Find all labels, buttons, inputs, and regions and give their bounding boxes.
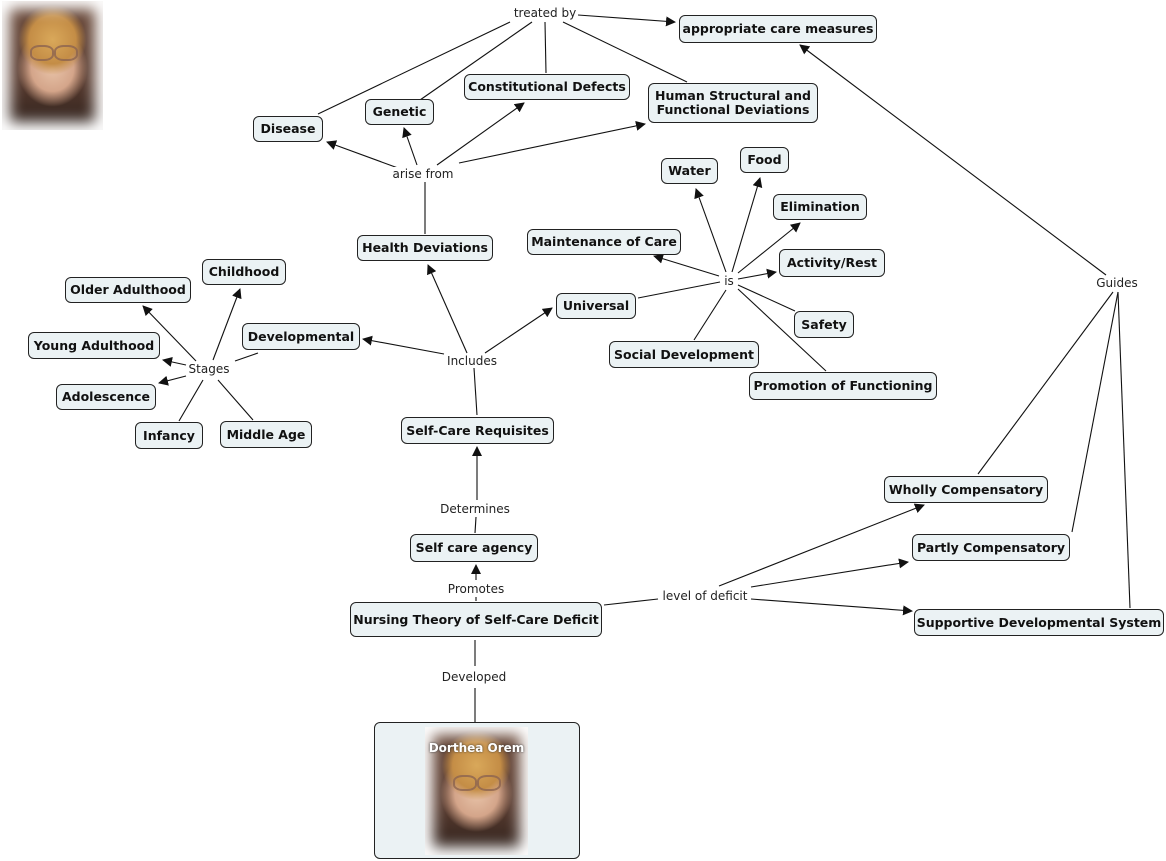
- edge-stages-middle: [217, 379, 254, 421]
- concept-nursing-theory[interactable]: Nursing Theory of Self-Care Deficit: [350, 602, 602, 637]
- edge-stages-infancy: [178, 379, 204, 422]
- concept-genetic[interactable]: Genetic: [365, 99, 434, 125]
- edge-genetic-treatedby: [419, 21, 533, 101]
- concept-older-adulthood[interactable]: Older Adulthood: [65, 277, 191, 303]
- concept-middle-age[interactable]: Middle Age: [220, 421, 312, 448]
- edge-arise-to-disease: [326, 140, 399, 169]
- concept-food[interactable]: Food: [740, 147, 789, 173]
- link-determines: Determines: [438, 502, 512, 516]
- concept-promotion-of-functioning[interactable]: Promotion of Functioning: [749, 372, 937, 400]
- edge-includes-to-health: [427, 264, 468, 354]
- portrait-photo-topleft: [2, 1, 103, 130]
- link-includes: Includes: [445, 354, 499, 368]
- edge-stages-to-childhood: [212, 288, 242, 361]
- link-stages: Stages: [186, 362, 232, 376]
- edge-wholly-guides: [977, 291, 1114, 475]
- concept-activity-rest[interactable]: Activity/Rest: [779, 249, 885, 277]
- concept-self-care-requisites[interactable]: Self-Care Requisites: [401, 417, 554, 444]
- link-arise-from: arise from: [390, 167, 456, 181]
- concept-maintenance-of-care[interactable]: Maintenance of Care: [527, 229, 681, 255]
- edge-human-treatedby: [562, 21, 688, 83]
- edge-developmental-stages: [234, 352, 259, 362]
- edge-guides-to-care: [799, 44, 1107, 276]
- concept-young-adulthood[interactable]: Young Adulthood: [28, 332, 160, 359]
- edge-is-promotion: [737, 288, 827, 372]
- concept-human-structural-label: Human Structural and Functional Deviatio…: [655, 88, 811, 117]
- concept-self-care-agency[interactable]: Self care agency: [410, 534, 538, 562]
- edge-level-to-wholly: [718, 503, 925, 587]
- concept-elimination[interactable]: Elimination: [773, 194, 867, 220]
- portrait-photo-dorthea: Dorthea Orem: [425, 727, 528, 855]
- concept-adolescence[interactable]: Adolescence: [56, 384, 156, 410]
- concept-developmental[interactable]: Developmental: [242, 323, 360, 350]
- edge-constitutional-treatedby: [544, 21, 547, 74]
- edge-stages-to-older: [142, 305, 197, 362]
- link-developed: Developed: [439, 670, 509, 684]
- edge-is-social: [693, 289, 727, 341]
- concept-safety[interactable]: Safety: [794, 311, 854, 338]
- edge-requisites-includes: [473, 367, 478, 416]
- edge-arise-to-genetic: [402, 127, 418, 166]
- concept-universal[interactable]: Universal: [556, 293, 636, 319]
- edge-partly-guides: [1071, 291, 1119, 533]
- edge-universal-is: [637, 281, 721, 299]
- concept-water[interactable]: Water: [661, 158, 718, 184]
- edge-treatedby-to-care: [577, 14, 676, 27]
- edge-level-to-partly: [750, 558, 909, 588]
- edge-level-to-supportive: [750, 598, 913, 616]
- concept-wholly-compensatory[interactable]: Wholly Compensatory: [884, 476, 1048, 503]
- concept-partly-compensatory[interactable]: Partly Compensatory: [912, 534, 1070, 561]
- edge-arise-to-human: [458, 120, 646, 164]
- concept-disease[interactable]: Disease: [253, 116, 323, 142]
- concept-dorthea-orem[interactable]: Dorthea Orem: [374, 722, 580, 859]
- edge-disease-treatedby: [317, 21, 511, 115]
- concept-appropriate-care-measures[interactable]: appropriate care measures: [679, 15, 877, 43]
- link-level-of-deficit: level of deficit: [660, 589, 750, 603]
- concept-health-deviations[interactable]: Health Deviations: [357, 235, 493, 261]
- dorthea-orem-caption: Dorthea Orem: [428, 741, 525, 755]
- concept-supportive-developmental-system[interactable]: Supportive Developmental System: [914, 609, 1164, 636]
- edge-stages-to-young: [162, 357, 187, 367]
- edge-is-to-food: [731, 177, 763, 273]
- concept-infancy[interactable]: Infancy: [135, 422, 203, 449]
- edge-includes-to-universal: [484, 307, 553, 354]
- concept-human-structural-deviations[interactable]: Human Structural and Functional Deviatio…: [648, 83, 818, 123]
- concept-social-development[interactable]: Social Development: [609, 341, 759, 368]
- edge-is-to-maintenance: [653, 253, 720, 277]
- edge-is-to-water: [694, 188, 727, 273]
- edge-is-to-activity: [737, 268, 777, 280]
- edge-is-safety: [737, 284, 796, 312]
- edge-stages-to-adolescence: [158, 375, 187, 386]
- edge-agency-determines: [474, 516, 477, 534]
- edge-arise-to-constitutional: [436, 102, 525, 166]
- edge-supportive-guides: [1117, 291, 1131, 609]
- link-guides: Guides: [1094, 276, 1140, 290]
- link-treated-by: treated by: [511, 6, 579, 20]
- concept-constitutional-defects[interactable]: Constitutional Defects: [464, 74, 630, 100]
- link-promotes: Promotes: [445, 582, 507, 596]
- edge-nursing-level: [603, 598, 659, 606]
- link-is: is: [722, 274, 736, 288]
- edge-includes-to-developmental: [362, 335, 445, 355]
- edge-is-to-elimination: [737, 222, 801, 274]
- concept-childhood[interactable]: Childhood: [202, 259, 286, 285]
